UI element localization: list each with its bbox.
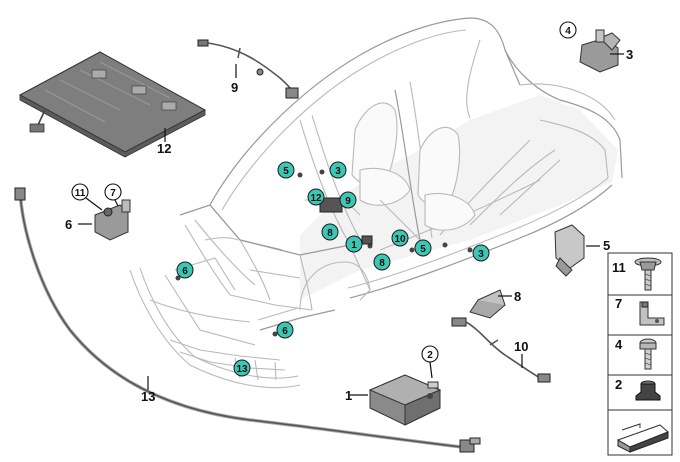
legend-label-7: 7	[615, 296, 622, 311]
callout-6: 6	[65, 217, 72, 232]
marker-12: 12	[310, 193, 322, 204]
callout-8: 8	[514, 289, 521, 304]
marker-8-lower: 8	[379, 258, 385, 269]
wiring-harness-10-part	[451, 317, 551, 383]
marker-5-upper: 5	[283, 166, 289, 177]
legend-label-2: 2	[615, 377, 622, 392]
bracket-8-part	[469, 289, 512, 319]
wiring-harness-9-part	[197, 39, 299, 99]
legend-label-4: 4	[615, 337, 623, 352]
callout-4: 4	[565, 26, 571, 37]
callout-13: 13	[141, 389, 155, 404]
marker-6-upper: 6	[182, 266, 188, 277]
torx-screw-icon	[639, 338, 657, 370]
callout-5: 5	[603, 238, 610, 253]
marker-13: 13	[236, 364, 248, 375]
control-unit-1-part	[350, 361, 442, 426]
wiring-harness-13-part	[14, 187, 481, 453]
sensor-5-part	[554, 224, 600, 277]
marker-9: 9	[345, 196, 351, 207]
fastener-legend: 11 7 4 2	[607, 252, 673, 456]
vehicle-body-shell	[129, 17, 623, 389]
marker-10: 10	[394, 234, 406, 245]
position-markers: 5 3 12 9 8 1 10 5 3 8 6 6 13	[176, 161, 490, 377]
fastener-points	[175, 169, 473, 337]
torx-flange-screw-icon	[634, 257, 662, 291]
seat-occupancy-mat-part	[18, 51, 207, 158]
marker-8-upper: 8	[327, 228, 333, 239]
callout-labels: 1 3 5 6 8 9 10 12 13	[65, 47, 633, 404]
callout-2: 2	[427, 350, 433, 361]
callout-3: 3	[626, 47, 633, 62]
sensor-6-part	[78, 197, 131, 241]
marker-3-lower: 3	[478, 249, 484, 260]
callout-7: 7	[110, 188, 116, 199]
diagram-symbol-icon	[616, 423, 669, 453]
marker-6-lower: 6	[282, 326, 288, 337]
marker-5-lower: 5	[420, 244, 426, 255]
callout-10: 10	[514, 339, 528, 354]
callout-1: 1	[345, 388, 352, 403]
callout-9: 9	[231, 80, 238, 95]
marker-1: 1	[351, 240, 357, 251]
ringed-callouts: 4 11 7 2	[71, 21, 577, 363]
callout-11: 11	[75, 188, 86, 199]
hex-collar-nut-icon	[635, 380, 661, 401]
legend-label-11: 11	[612, 260, 626, 275]
marker-3-upper: 3	[335, 166, 341, 177]
mounting-bracket-nut-icon	[639, 301, 665, 326]
bracket-3-part	[579, 29, 624, 73]
callout-12: 12	[157, 141, 171, 156]
